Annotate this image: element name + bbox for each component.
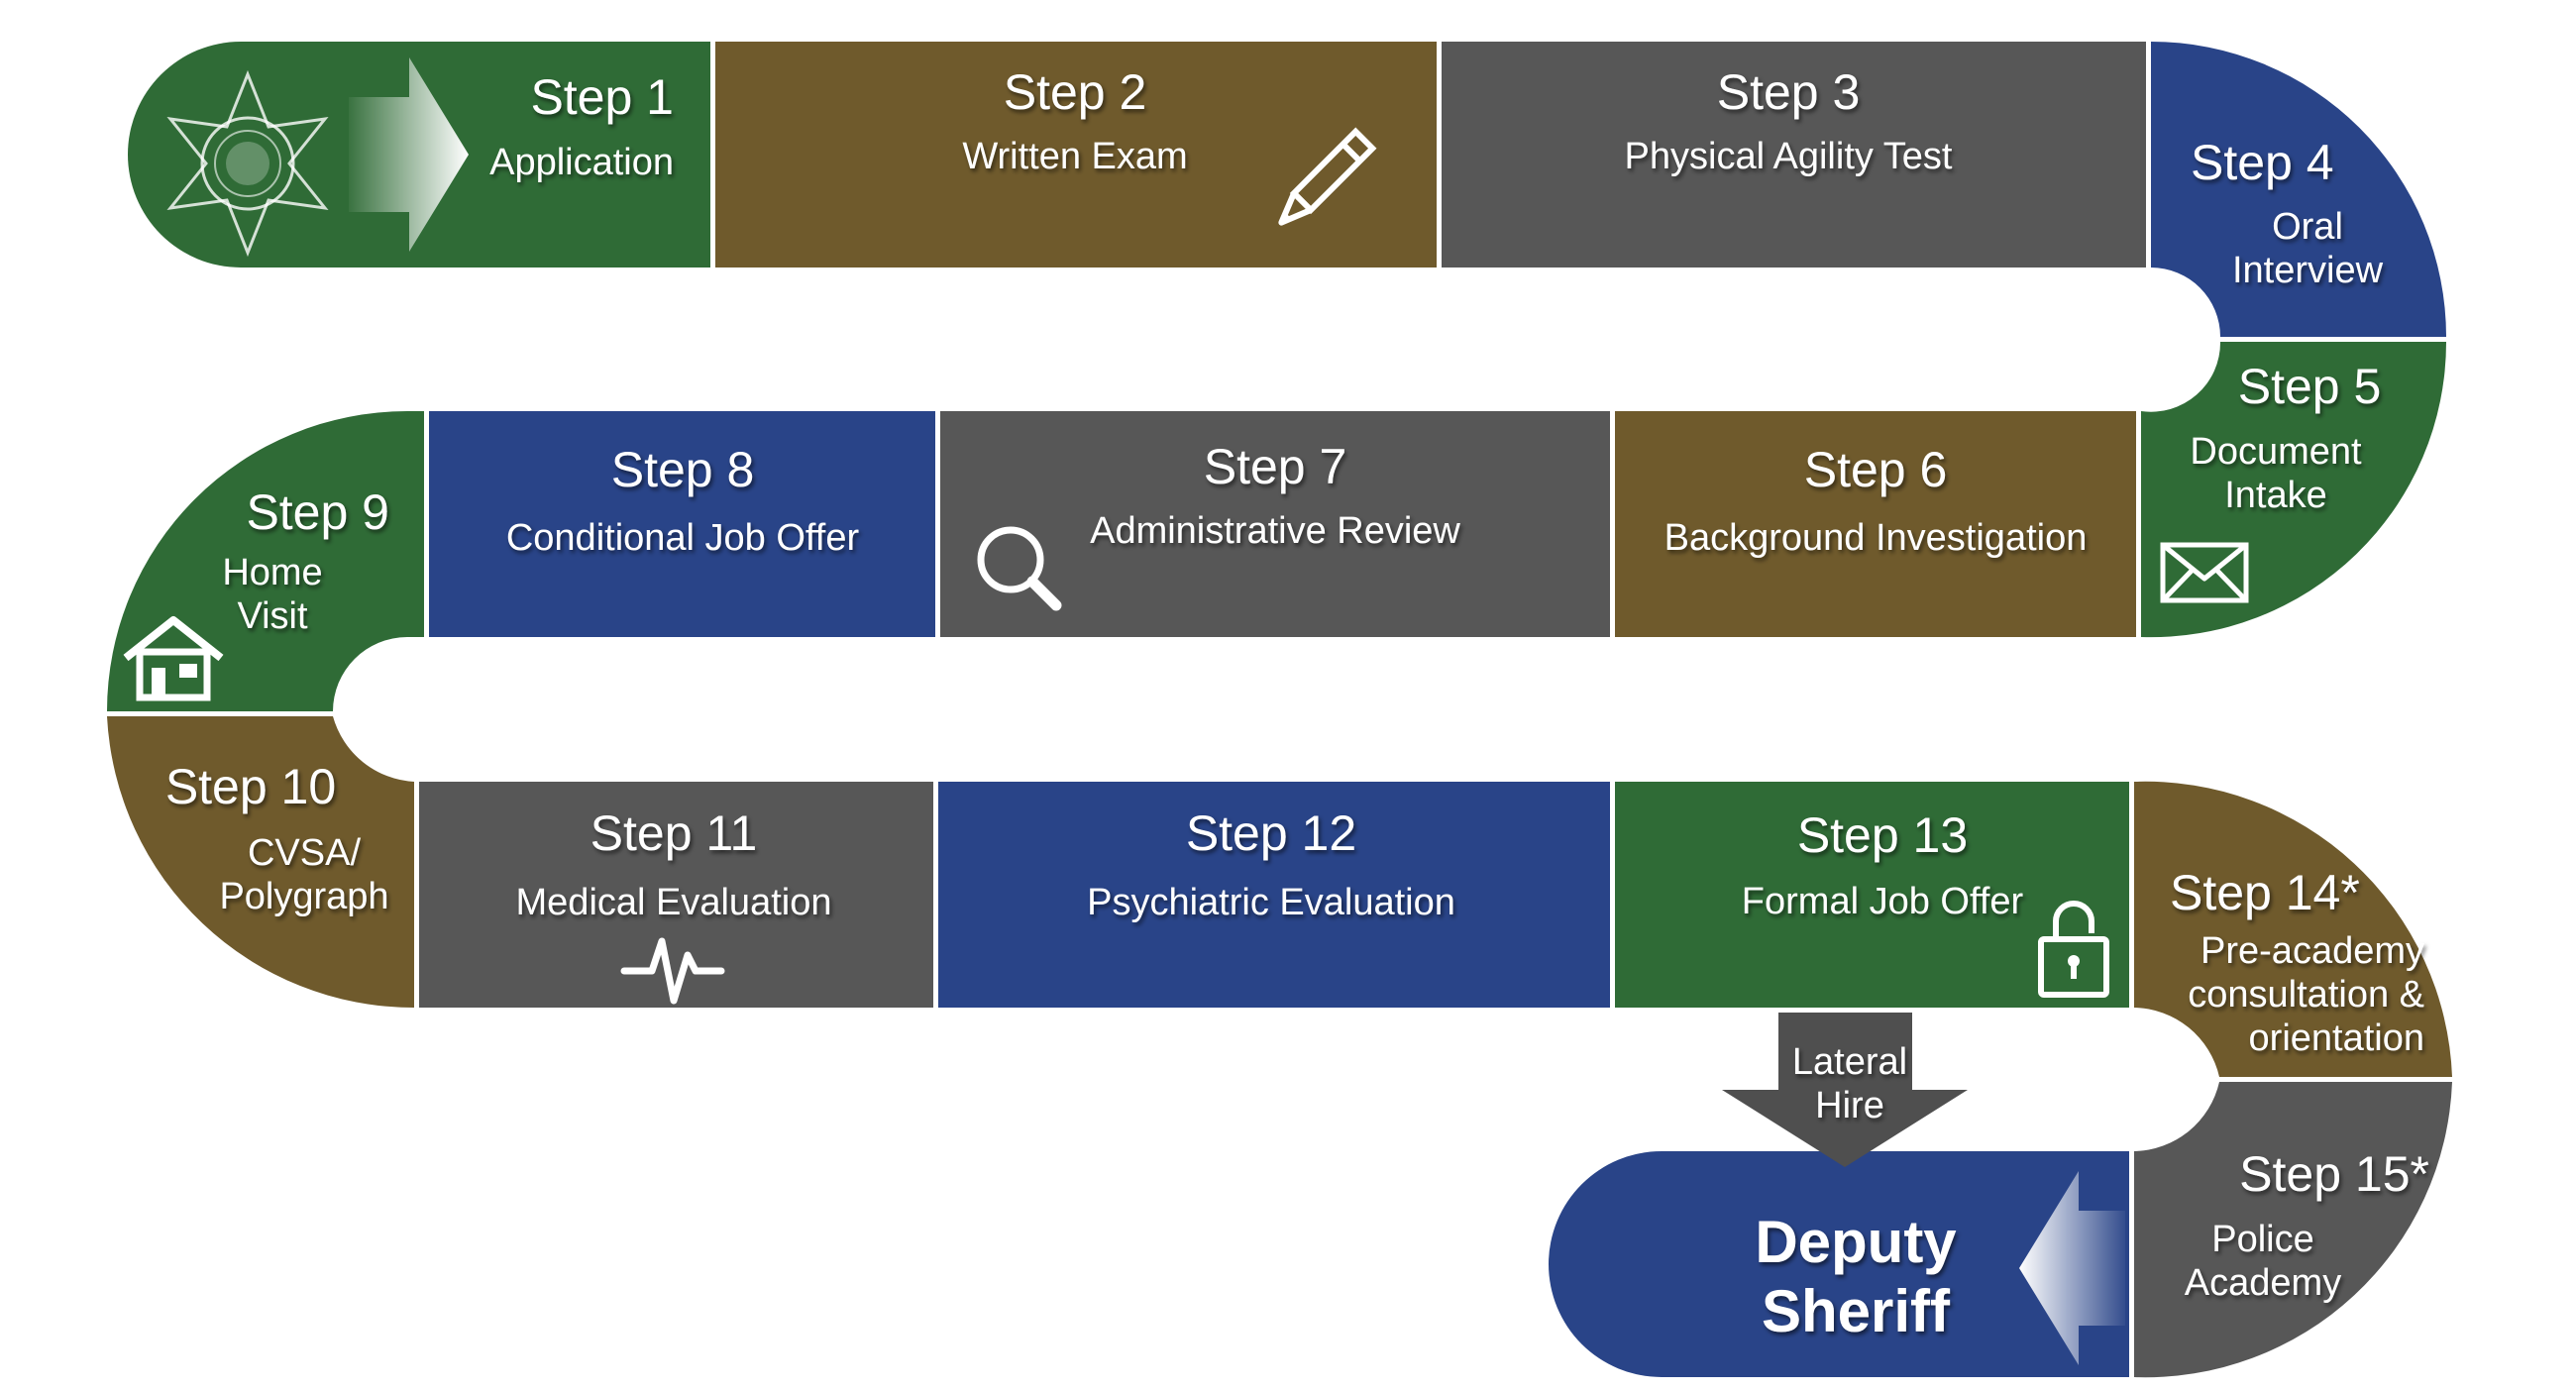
step-3-segment (1442, 42, 2146, 268)
step-3-description: Physical Agility Test (1625, 136, 1953, 177)
step-5-description-line-2: Intake (2224, 475, 2327, 516)
step-15-segment (2134, 1082, 2452, 1378)
step-14-segment (2134, 781, 2452, 1077)
step-5-segment (2141, 342, 2446, 638)
padlock-icon (2038, 901, 2109, 998)
step-14-description-line-3: orientation (2249, 1017, 2424, 1059)
lateral-hire-label-line-1: Lateral (1792, 1041, 1907, 1083)
step-4-description-line-1: Oral (2272, 206, 2343, 248)
deputy-sheriff-label-line-2: Sheriff (1762, 1278, 1951, 1344)
house-icon (123, 616, 224, 701)
step-1-title: Step 1 (530, 69, 674, 125)
step-10-segment (107, 716, 414, 1009)
step-14-title: Step 14* (2170, 865, 2360, 920)
step-12-title: Step 12 (1186, 805, 1356, 861)
step-11-title: Step 11 (590, 805, 758, 861)
step-11-segment (419, 782, 933, 1008)
step-9-description-line-2: Visit (237, 595, 308, 637)
step-9-title: Step 9 (246, 484, 389, 540)
step-1-arrow-icon (349, 57, 469, 252)
step-6-title: Step 6 (1804, 442, 1948, 497)
lateral-hire-arrow (1722, 1013, 1968, 1167)
step-2-segment (715, 42, 1437, 268)
step-15-description-line-2: Academy (2185, 1262, 2341, 1304)
step-12-segment (938, 782, 1610, 1008)
envelope-icon (2160, 542, 2249, 603)
step-3-title: Step 3 (1717, 64, 1861, 120)
step-14-description-line-1: Pre-academy (2200, 930, 2424, 972)
step-8-title: Step 8 (611, 442, 755, 497)
step-9-description-line-1: Home (222, 552, 322, 593)
step-13-title: Step 13 (1797, 807, 1968, 863)
step-6-segment (1615, 411, 2136, 637)
heartbeat-icon (620, 937, 725, 1005)
step-14-description-line-2: consultation & (2188, 974, 2424, 1016)
lateral-hire-label-line-2: Hire (1815, 1085, 1884, 1126)
step-4-description-line-2: Interview (2232, 250, 2384, 291)
step-5-title: Step 5 (2238, 359, 2382, 414)
step-13-description: Formal Job Offer (1742, 881, 2024, 922)
deputy-sheriff-arrow-icon (2019, 1171, 2125, 1365)
pencil-icon (1278, 127, 1377, 226)
step-8-segment (429, 411, 935, 637)
sheriff-badge-icon (166, 69, 329, 258)
step-8-description: Conditional Job Offer (506, 517, 860, 559)
step-7-description: Administrative Review (1090, 510, 1460, 552)
step-2-description: Written Exam (962, 136, 1187, 177)
deputy-sheriff-segment (1549, 1151, 2129, 1377)
step-10-description-line-2: Polygraph (219, 876, 388, 917)
step-5-description-line-1: Document (2190, 431, 2362, 473)
magnifier-icon (977, 526, 1062, 611)
step-10-title: Step 10 (165, 759, 336, 814)
deputy-sheriff-label-line-1: Deputy (1755, 1209, 1957, 1275)
step-15-description-line-1: Police (2211, 1219, 2314, 1260)
step-15-title: Step 15* (2239, 1146, 2429, 1202)
step-10-description-line-1: CVSA/ (248, 832, 361, 874)
step-7-title: Step 7 (1204, 439, 1347, 494)
step-6-description: Background Investigation (1664, 517, 2088, 559)
step-2-title: Step 2 (1004, 64, 1147, 120)
step-4-segment (2151, 42, 2446, 337)
step-4-title: Step 4 (2191, 135, 2334, 190)
step-1-description: Application (489, 142, 674, 183)
step-12-description: Psychiatric Evaluation (1087, 882, 1455, 923)
step-11-description: Medical Evaluation (516, 882, 832, 923)
step-9-segment (107, 411, 424, 711)
